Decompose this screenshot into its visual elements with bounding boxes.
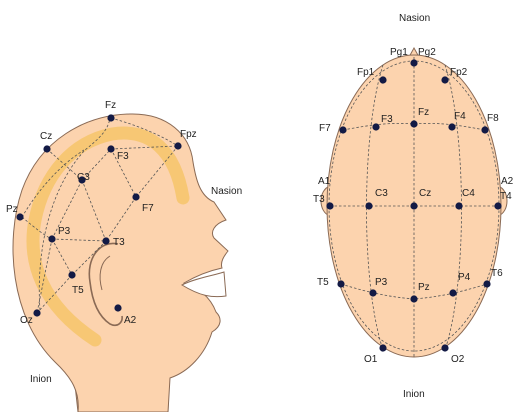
label-side-cz: Cz bbox=[40, 131, 52, 142]
label-top-a1: A1 bbox=[318, 176, 331, 187]
electrode-top-f7 bbox=[339, 126, 346, 133]
label-side-t5: T5 bbox=[72, 285, 84, 296]
label-side-t3: T3 bbox=[113, 237, 125, 248]
label-top-inion: Inion bbox=[403, 389, 425, 400]
label-side-oz: Oz bbox=[20, 315, 33, 326]
electrode-top-o1 bbox=[379, 344, 386, 351]
electrode-top-o2 bbox=[441, 344, 448, 351]
electrode-top-fz bbox=[410, 120, 417, 127]
electrode-top-f3 bbox=[372, 123, 379, 130]
label-top-f4: F4 bbox=[454, 111, 466, 122]
label-top-nasion: Nasion bbox=[399, 13, 430, 24]
label-side-f3: F3 bbox=[117, 151, 129, 162]
electrode-top-t5 bbox=[337, 280, 344, 287]
electrode-top-t6 bbox=[483, 280, 490, 287]
label-side-p3: P3 bbox=[58, 226, 71, 237]
electrode-side-f7 bbox=[132, 193, 139, 200]
label-side-c3: C3 bbox=[77, 172, 90, 183]
label-side-fpz: Fpz bbox=[180, 129, 197, 140]
label-top-c4: C4 bbox=[462, 188, 475, 199]
label-top-p4: P4 bbox=[458, 272, 471, 283]
electrode-side-t3 bbox=[102, 237, 109, 244]
electrode-top-f8 bbox=[481, 126, 488, 133]
electrode-top-f4 bbox=[448, 123, 455, 130]
electrode-side-f3 bbox=[107, 145, 114, 152]
label-side-nasion: Nasion bbox=[211, 186, 242, 197]
electrode-top-fp1 bbox=[379, 76, 386, 83]
label-side-inion: Inion bbox=[30, 374, 52, 385]
label-side-f7: F7 bbox=[142, 203, 154, 214]
label-top-c3: C3 bbox=[375, 188, 388, 199]
electrode-top-c3 bbox=[365, 202, 372, 209]
electrode-top-t3 bbox=[326, 202, 333, 209]
label-top-t5: T5 bbox=[317, 277, 329, 288]
electrode-top-t4 bbox=[494, 202, 501, 209]
electrode-side-oz bbox=[33, 309, 40, 316]
label-side-pz: Pz bbox=[6, 204, 18, 215]
electrode-top-p4 bbox=[449, 289, 456, 296]
electrode-top-c4 bbox=[455, 202, 462, 209]
label-top-f3: F3 bbox=[381, 114, 393, 125]
electrode-top-pg bbox=[410, 59, 417, 66]
electrode-top-p3 bbox=[369, 289, 376, 296]
label-top-cz: Cz bbox=[419, 188, 431, 199]
label-top-pz: Pz bbox=[418, 282, 430, 293]
label-top-fp2: Fp2 bbox=[450, 67, 468, 78]
electrode-side-cz bbox=[43, 145, 50, 152]
label-top-fp1: Fp1 bbox=[357, 67, 375, 78]
electrode-side-fz bbox=[107, 114, 114, 121]
electrode-top-fp2 bbox=[441, 76, 448, 83]
electrode-side-t5 bbox=[68, 271, 75, 278]
electrode-side-p3 bbox=[48, 235, 55, 242]
electrode-side-a2 bbox=[114, 304, 121, 311]
label-top-pg2: Pg2 bbox=[418, 47, 436, 58]
electrode-top-pz bbox=[410, 295, 417, 302]
label-side-a2: A2 bbox=[124, 315, 137, 326]
label-top-f8: F8 bbox=[487, 113, 499, 124]
label-top-t4: T4 bbox=[500, 191, 512, 202]
label-top-t3: T3 bbox=[313, 194, 325, 205]
label-top-t6: T6 bbox=[491, 268, 503, 279]
label-top-o1: O1 bbox=[364, 354, 378, 365]
label-top-p3: P3 bbox=[375, 277, 388, 288]
label-side-fz: Fz bbox=[105, 100, 116, 111]
label-top-a2: A2 bbox=[501, 176, 513, 187]
label-top-o2: O2 bbox=[451, 354, 465, 365]
label-top-fz: Fz bbox=[418, 107, 429, 118]
label-top-f7: F7 bbox=[319, 123, 331, 134]
electrode-side-fpz bbox=[174, 142, 181, 149]
label-top-pg1: Pg1 bbox=[390, 47, 408, 58]
electrode-top-cz bbox=[410, 202, 417, 209]
